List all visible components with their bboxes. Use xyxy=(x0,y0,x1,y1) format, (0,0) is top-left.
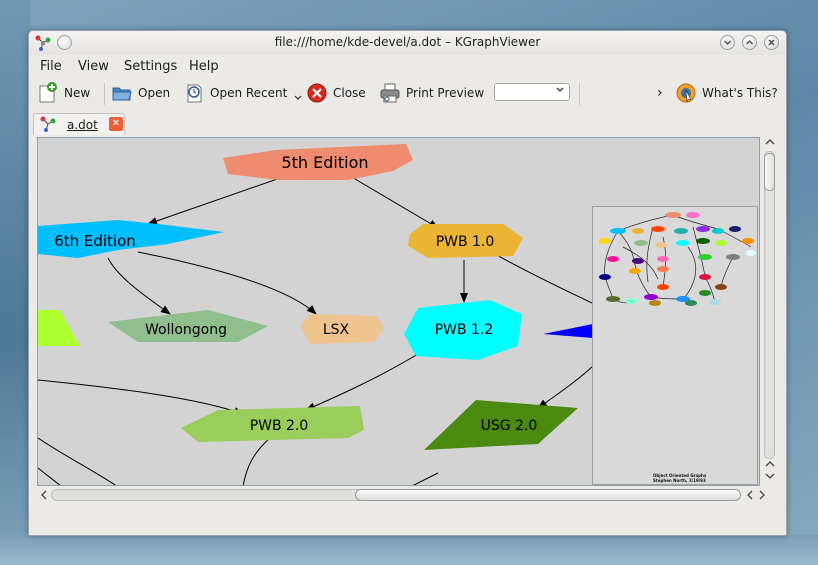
status-bar xyxy=(29,509,786,533)
graph-canvas[interactable]: 5th Edition 6th Edition PWB 1.0 Wollongo… xyxy=(37,137,760,486)
document-tab-bar: a.dot ✕ xyxy=(29,111,786,135)
graph-edge xyxy=(107,257,171,315)
close-label: Close xyxy=(333,86,366,100)
svg-text:PWB 1.2: PWB 1.2 xyxy=(435,322,494,338)
scroll-left-arrow-icon[interactable] xyxy=(39,489,49,504)
open-recent-label: Open Recent xyxy=(210,86,288,100)
main-toolbar: New Open Open Recent Close xyxy=(29,77,786,109)
scroll-up-arrow-icon[interactable] xyxy=(764,137,776,150)
folder-open-icon xyxy=(112,87,132,101)
close-button[interactable]: Close xyxy=(306,80,366,106)
birdseye-graph xyxy=(599,212,756,306)
scroll-left-arrow-icon[interactable] xyxy=(745,489,755,504)
new-label: New xyxy=(64,86,91,100)
graph-node-pwb-2-0[interactable]: PWB 2.0 xyxy=(181,406,364,442)
graph-node-usg-2-0[interactable]: USG 2.0 xyxy=(424,400,578,450)
tab-label: a.dot xyxy=(67,118,98,132)
graph-edge xyxy=(349,175,439,229)
birdseye-caption: Object Oriented Graphs Stephen North, 3/… xyxy=(653,473,707,483)
chevron-down-icon xyxy=(555,85,565,98)
svg-text:5th Edition: 5th Edition xyxy=(281,153,368,172)
print-preview-label: Print Preview xyxy=(406,86,485,100)
open-recent-button[interactable]: Open Recent xyxy=(185,80,308,106)
vertical-scroll-track[interactable] xyxy=(764,151,775,459)
svg-text:LSX: LSX xyxy=(323,322,350,338)
graph-document-icon xyxy=(40,116,56,135)
print-preview-button[interactable]: Print Preview xyxy=(379,80,484,106)
whats-this-label: What's This? xyxy=(702,86,778,100)
menu-file[interactable]: File xyxy=(40,59,62,74)
graph-edge xyxy=(137,251,317,315)
menu-bar: File View Settings Help xyxy=(29,55,786,77)
vertical-scroll-thumb[interactable] xyxy=(764,153,775,191)
graph-node-5th-edition[interactable]: 5th Edition xyxy=(223,144,413,180)
chevron-down-icon xyxy=(724,40,731,45)
window-menu-button[interactable] xyxy=(57,35,72,50)
svg-text:PWB 1.0: PWB 1.0 xyxy=(436,234,495,250)
graph-edge xyxy=(38,467,61,485)
toolbar-separator xyxy=(579,83,580,105)
minimize-button[interactable] xyxy=(720,35,735,50)
whats-this-button[interactable]: What's This? xyxy=(675,80,778,106)
birdseye-overview[interactable]: Object Oriented Graphs Stephen North, 3/… xyxy=(592,206,758,485)
whats-this-icon xyxy=(676,83,696,103)
graph-edge xyxy=(38,437,116,485)
tab-close-icon[interactable]: ✕ xyxy=(109,117,123,131)
title-bar[interactable]: file:///home/kde-devel/a.dot – KGraphVie… xyxy=(29,31,786,55)
scroll-right-arrow-icon[interactable] xyxy=(757,489,767,504)
graph-node-wollongong[interactable]: Wollongong xyxy=(108,310,268,342)
desktop-panel-area xyxy=(0,535,818,565)
menu-settings[interactable]: Settings xyxy=(124,59,178,74)
svg-text:Wollongong: Wollongong xyxy=(145,322,227,338)
graph-edge xyxy=(537,365,594,409)
close-icon xyxy=(768,39,775,46)
close-document-icon xyxy=(307,83,327,103)
close-window-button[interactable] xyxy=(764,35,779,50)
chevron-up-icon xyxy=(746,40,753,45)
open-button[interactable]: Open xyxy=(111,80,170,106)
new-document-icon xyxy=(39,82,57,103)
desktop-background xyxy=(0,0,30,565)
graph-edge xyxy=(38,379,244,415)
open-label: Open xyxy=(138,86,171,100)
kgraphviewer-app-icon[interactable] xyxy=(35,35,51,51)
graph-edge xyxy=(492,252,599,307)
graph-node-pwb-1-0[interactable]: PWB 1.0 xyxy=(408,224,523,258)
printer-icon xyxy=(380,83,400,103)
menu-help[interactable]: Help xyxy=(189,59,219,74)
tab-a-dot[interactable]: a.dot ✕ xyxy=(33,113,125,135)
graph-drawing: 5th Edition 6th Edition PWB 1.0 Wollongo… xyxy=(38,144,599,485)
svg-text:PWB 2.0: PWB 2.0 xyxy=(250,418,309,434)
graph-node-lsx[interactable]: LSX xyxy=(300,314,384,344)
window-title: file:///home/kde-devel/a.dot – KGraphVie… xyxy=(274,35,541,49)
graph-edge xyxy=(147,175,287,225)
svg-text:6th Edition: 6th Edition xyxy=(54,232,136,250)
graph-node-blue[interactable] xyxy=(543,324,593,338)
graph-node-pwb-1-2[interactable]: PWB 1.2 xyxy=(404,300,522,360)
toolbar-overflow-label: › xyxy=(657,85,663,101)
scroll-up-arrow-icon[interactable] xyxy=(764,459,776,472)
new-button[interactable]: New xyxy=(37,80,90,106)
graph-edge xyxy=(242,437,271,485)
layout-combo[interactable] xyxy=(494,83,570,101)
graph-edge xyxy=(305,353,419,411)
recent-document-icon xyxy=(187,84,202,103)
maximize-button[interactable] xyxy=(742,35,757,50)
graph-node-6th-edition[interactable]: 6th Edition xyxy=(38,220,224,258)
toolbar-separator xyxy=(104,83,105,105)
graph-node-green[interactable] xyxy=(38,310,80,346)
kgraphviewer-window: file:///home/kde-devel/a.dot – KGraphVie… xyxy=(28,30,787,536)
vertical-scrollbar[interactable] xyxy=(761,137,779,486)
scroll-down-arrow-icon[interactable] xyxy=(764,471,776,484)
graph-edge xyxy=(412,472,439,485)
horizontal-scroll-thumb[interactable] xyxy=(355,489,741,501)
toolbar-overflow-button[interactable]: › xyxy=(657,80,663,106)
svg-text:USG 2.0: USG 2.0 xyxy=(481,418,538,434)
menu-view[interactable]: View xyxy=(78,59,109,74)
chevron-down-icon xyxy=(294,95,302,100)
horizontal-scrollbar[interactable] xyxy=(37,487,779,503)
